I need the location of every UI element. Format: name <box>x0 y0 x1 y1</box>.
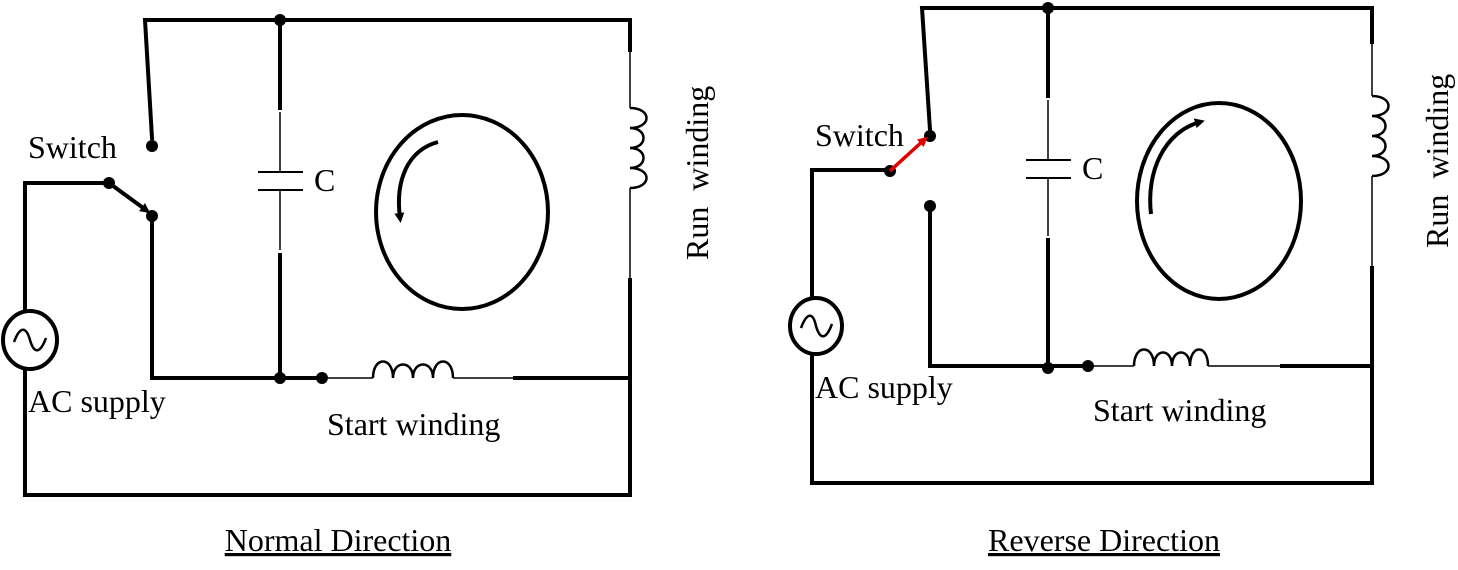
run-winding-label: Run winding <box>1419 74 1455 248</box>
start-winding-coil <box>322 360 515 379</box>
switch-label: Switch <box>28 129 117 165</box>
start-winding-label: Start winding <box>327 406 500 442</box>
circuit-wires <box>23 18 632 497</box>
switch-label: Switch <box>815 117 904 153</box>
run-winding-coil <box>629 50 648 280</box>
ac-source-icon <box>788 296 844 356</box>
junction-dots <box>103 14 328 384</box>
run-winding-label: Run winding <box>679 86 715 260</box>
ac-supply-label: AC supply <box>28 383 166 419</box>
ac-source-icon <box>1 309 59 371</box>
capacitor-label: C <box>314 162 335 198</box>
ac-supply-label: AC supply <box>815 369 953 405</box>
junction-dots <box>884 2 1094 374</box>
start-winding-coil <box>1088 348 1282 367</box>
switch-arm-toggled <box>888 136 928 173</box>
normal-direction-caption: Normal Direction <box>225 522 452 558</box>
switch-arm <box>106 180 151 213</box>
start-winding-label: Start winding <box>1093 392 1266 428</box>
normal-direction-circuit: Switch C AC supply Start winding Run win… <box>1 14 715 558</box>
circuit-wires <box>810 6 1374 485</box>
rotor <box>374 113 550 311</box>
rotation-arrow-icon <box>394 140 439 223</box>
run-winding-coil <box>1371 42 1390 268</box>
reverse-direction-circuit: Switch C AC supply Start winding Run win… <box>788 2 1455 558</box>
capacitor <box>258 112 303 250</box>
capacitor <box>1026 100 1071 236</box>
capacitor-label: C <box>1082 150 1103 186</box>
rotor <box>1135 101 1303 301</box>
rotation-arrow-icon <box>1148 118 1205 215</box>
reverse-direction-caption: Reverse Direction <box>988 522 1220 558</box>
